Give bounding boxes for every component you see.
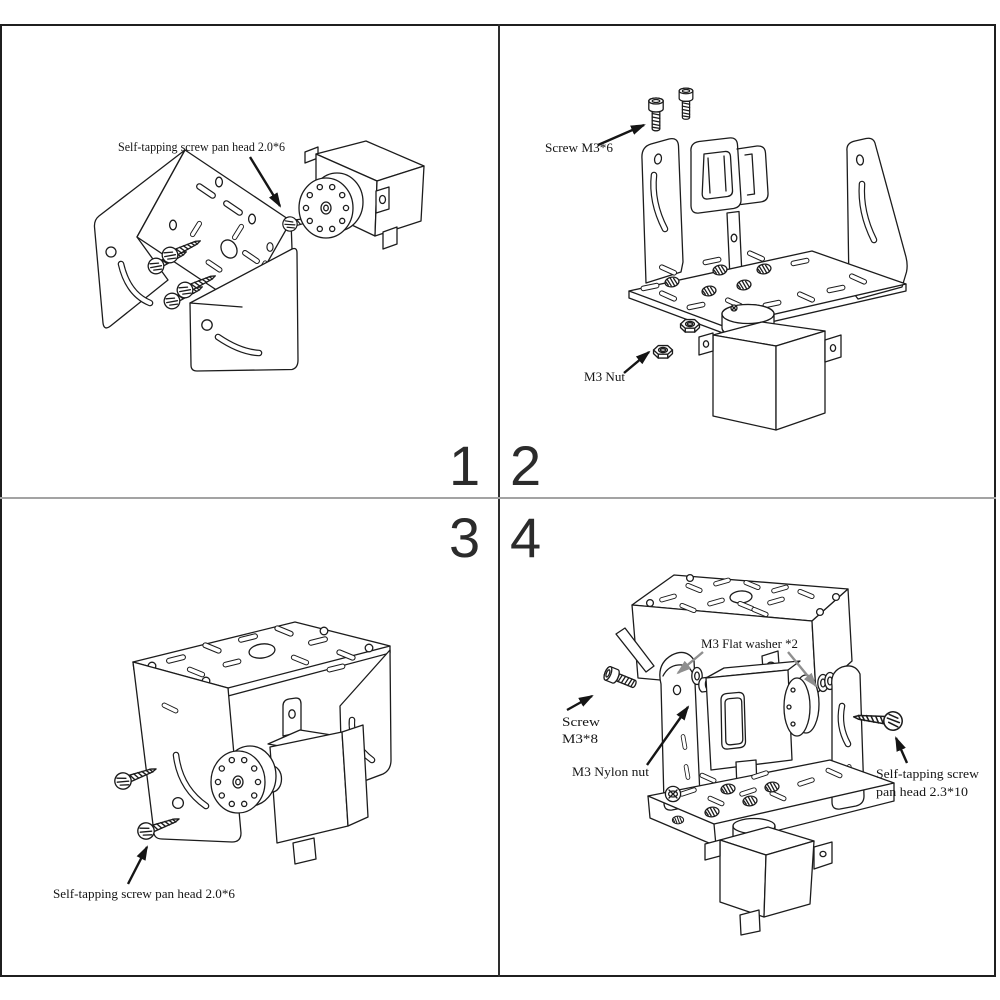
arrow-to-m3x8-screw-icon	[566, 694, 594, 712]
label-m3-nut: M3 Nut	[584, 369, 625, 384]
arrow-to-screw-icon	[597, 123, 646, 147]
label-m3-nylon-nut: M3 Nylon nut	[572, 764, 649, 779]
hex-nuts	[652, 318, 701, 359]
arrow-to-screw-icon	[248, 156, 282, 208]
machine-screws	[648, 87, 694, 132]
panel-1-drawing: Self-tapping screw pan head 2.0*6	[93, 139, 425, 372]
label-self-tapping-screw: Self-tapping screw pan head 2.0*6	[53, 886, 236, 901]
panel-3-drawing: Self-tapping screw pan head 2.0*6	[53, 621, 392, 901]
panel-2-drawing: Screw M3*6 M3 Nut	[545, 87, 908, 431]
arrow-to-nut-icon	[623, 350, 651, 374]
vertical-divider	[498, 24, 500, 977]
base-plate	[647, 759, 895, 847]
panel-number-4: 4	[510, 506, 541, 569]
arrow-to-tap-screw-icon	[894, 736, 909, 764]
label-m3-flat-washer: M3 Flat washer *2	[701, 636, 798, 651]
label-screw-m3x8-line2: M3*8	[562, 731, 598, 746]
servo	[698, 303, 842, 431]
arrow-to-screw-icon	[126, 845, 149, 885]
panel-number-3: 3	[449, 506, 480, 569]
top-bracket-plate	[631, 573, 853, 695]
label-screw-m3x8-line1: Screw	[562, 714, 601, 729]
gray-arrow-to-right-washer-icon	[787, 651, 818, 688]
panel-4-drawing: M3 Flat washer *2 Screw M3*8 M3 Nylon nu…	[562, 573, 980, 936]
corner-bracket	[93, 149, 299, 372]
label-screw-m3x6: Screw M3*6	[545, 140, 614, 155]
label-self-tapping-screw: Self-tapping screw pan head 2.0*6	[118, 139, 285, 154]
panel-number-2: 2	[510, 434, 541, 497]
lower-servo	[704, 817, 833, 936]
label-tap-screw-line1: Self-tapping screw	[876, 766, 980, 781]
u-bracket	[628, 137, 908, 334]
servo-horn-disc	[298, 172, 364, 239]
horizontal-divider	[0, 497, 996, 499]
arrow-to-nylon-nut-icon	[646, 705, 690, 766]
gray-arrow-to-left-washer-icon	[676, 651, 704, 675]
servo-horn-disc	[210, 745, 277, 814]
panel-number-1: 1	[449, 434, 480, 497]
label-tap-screw-line2: pan head 2.3*10	[876, 784, 968, 799]
